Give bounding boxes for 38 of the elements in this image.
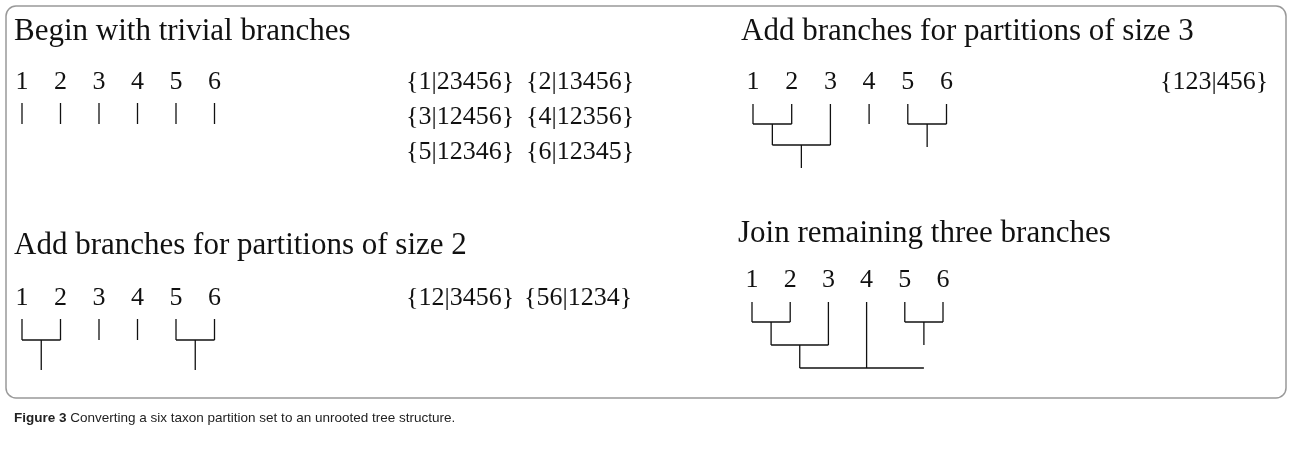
taxon-number: 6 — [208, 284, 221, 310]
taxon-number: 6 — [940, 68, 953, 94]
partition-set: {5|12346} — [406, 138, 515, 164]
taxon-number: 2 — [54, 284, 67, 310]
taxon-number: 5 — [901, 68, 915, 94]
taxon-number: 1 — [15, 68, 29, 94]
taxon-number: 3 — [823, 68, 837, 94]
taxon-number: 4 — [131, 68, 144, 94]
taxon-number: 3 — [821, 266, 835, 292]
taxon-number: 1 — [746, 68, 760, 94]
figure-caption: Figure 3 Converting a six taxon partition set to an unrooted tree structure. — [14, 410, 456, 425]
heading: Add branches for partitions of size 2 — [14, 228, 467, 259]
heading: Begin with trivial branches — [14, 14, 351, 45]
heading: Join remaining three branches — [738, 216, 1111, 247]
partition-set: {3|12456} — [406, 103, 515, 129]
taxon-number: 4 — [862, 68, 876, 94]
taxon-number: 2 — [54, 68, 67, 94]
taxon-number: 6 — [208, 68, 221, 94]
taxon-number: 5 — [169, 68, 183, 94]
partition-set: {4|12356} — [526, 103, 635, 129]
taxon-number: 4 — [860, 266, 874, 292]
partition-set: {6|12345} — [526, 138, 635, 164]
taxon-number: 2 — [783, 266, 797, 292]
taxon-number: 1 — [15, 284, 29, 310]
partition-set: {12|3456} — [406, 284, 515, 310]
taxon-number: 2 — [785, 68, 799, 94]
partition-set: {2|13456} — [526, 68, 635, 94]
partition-set: {123|456} — [1160, 68, 1269, 94]
taxon-number: 3 — [92, 284, 106, 310]
partition-set: {56|1234} — [524, 284, 633, 310]
taxon-number: 5 — [898, 266, 912, 292]
taxon-number: 4 — [131, 284, 144, 310]
taxon-number: 6 — [936, 266, 950, 292]
taxon-number: 5 — [169, 284, 183, 310]
taxon-number: 3 — [92, 68, 106, 94]
partition-set: {1|23456} — [406, 68, 515, 94]
taxon-number: 1 — [745, 266, 759, 292]
heading: Add branches for partitions of size 3 — [741, 14, 1194, 45]
